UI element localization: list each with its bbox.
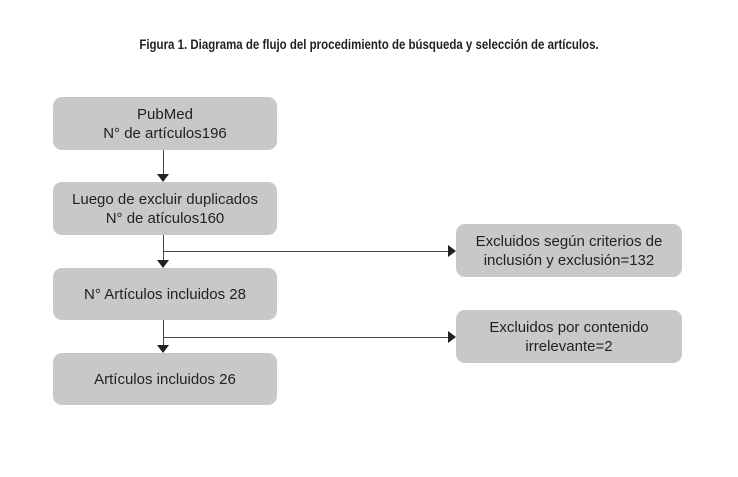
step-text: N° Artículos incluidos 28	[84, 285, 246, 303]
arrow-down-icon	[157, 260, 169, 268]
connector-line	[163, 337, 449, 338]
connector-line	[163, 320, 164, 346]
step-included-28: N° Artículos incluidos 28	[53, 268, 277, 320]
exclusion-text: Excluidos por contenido	[489, 318, 649, 336]
exclusion-text: inclusión y exclusión=132	[483, 251, 655, 269]
exclusion-text: Excluidos según criterios de	[475, 232, 663, 250]
arrow-right-icon	[448, 245, 456, 257]
figure-title: Figura 1. Diagrama de flujo del procedim…	[139, 36, 599, 52]
step-text: Artículos incluidos 26	[94, 370, 236, 388]
step-text: N° de atículos160	[105, 209, 225, 227]
connector-line	[163, 150, 164, 175]
step-text: N° de artículos196	[103, 124, 227, 142]
step-text: PubMed	[137, 105, 193, 123]
arrow-down-icon	[157, 174, 169, 182]
step-text: Luego de excluir duplicados	[72, 190, 258, 208]
connector-line	[163, 235, 164, 261]
exclusion-text: irrelevante=2	[525, 337, 613, 355]
arrow-right-icon	[448, 331, 456, 343]
connector-line	[163, 251, 449, 252]
step-included-26: Artículos incluidos 26	[53, 353, 277, 405]
arrow-down-icon	[157, 345, 169, 353]
